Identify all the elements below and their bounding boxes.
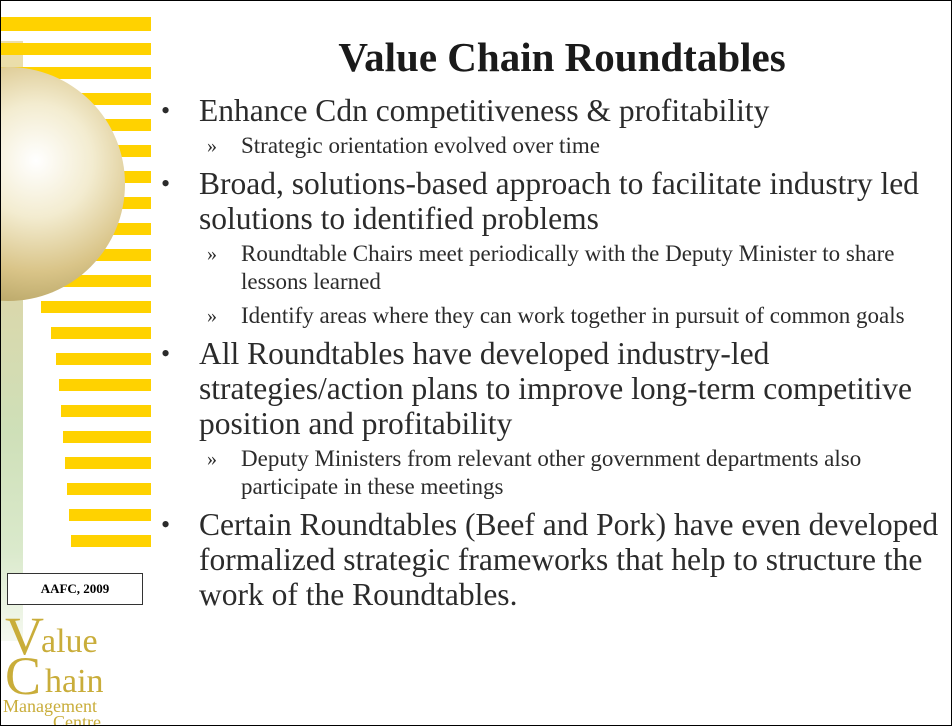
value-chain-logo: V alue C hain Management Centre bbox=[1, 609, 153, 726]
stripe bbox=[65, 457, 151, 469]
logo-c-letter: C bbox=[5, 646, 42, 706]
sub-bullet-text: Identify areas where they can work toget… bbox=[241, 303, 905, 328]
stripe bbox=[51, 327, 151, 339]
stripe bbox=[59, 379, 151, 391]
stripe bbox=[63, 431, 151, 443]
decorative-panel: AAFC, 2009 V alue C hain Management Cent… bbox=[1, 1, 161, 725]
logo-line3: Management bbox=[3, 696, 97, 716]
bullet-item: • Certain Roundtables (Beef and Pork) ha… bbox=[161, 507, 941, 612]
stripe bbox=[71, 535, 151, 547]
stripe bbox=[41, 301, 151, 313]
logo-line4: Centre bbox=[53, 712, 101, 726]
logo-v-letter: V bbox=[5, 606, 44, 666]
bullet-text: Broad, solutions-based approach to facil… bbox=[199, 166, 919, 236]
stripe bbox=[56, 353, 151, 365]
slide-title: Value Chain Roundtables bbox=[338, 34, 786, 80]
bullet-marker: • bbox=[161, 169, 171, 198]
bullet-text: All Roundtables have developed industry-… bbox=[199, 336, 912, 441]
sub-bullet-item: » Identify areas where they can work tog… bbox=[161, 302, 941, 330]
bullet-item: • Enhance Cdn competitiveness & profitab… bbox=[161, 93, 941, 128]
stripe bbox=[1, 17, 151, 31]
sub-bullet-text: Roundtable Chairs meet periodically with… bbox=[241, 241, 895, 294]
bullet-marker: • bbox=[161, 96, 171, 125]
sub-bullet-marker: » bbox=[207, 135, 217, 157]
bullet-text: Certain Roundtables (Beef and Pork) have… bbox=[199, 507, 939, 612]
bullet-marker: • bbox=[161, 339, 171, 368]
sub-bullet-item: » Deputy Ministers from relevant other g… bbox=[161, 445, 941, 501]
sub-bullet-marker: » bbox=[207, 243, 217, 265]
logo-line2: hain bbox=[45, 663, 104, 700]
sub-bullet-item: » Strategic orientation evolved over tim… bbox=[161, 132, 941, 160]
sub-bullet-marker: » bbox=[207, 305, 217, 327]
bullet-marker: • bbox=[161, 510, 171, 539]
stripe bbox=[67, 483, 151, 495]
stripe bbox=[69, 509, 151, 521]
bullet-text: Enhance Cdn competitiveness & profitabil… bbox=[199, 93, 770, 128]
bullet-item: • Broad, solutions-based approach to fac… bbox=[161, 166, 941, 236]
copyright-badge: AAFC, 2009 bbox=[7, 573, 143, 605]
sub-bullet-marker: » bbox=[207, 448, 217, 470]
sub-bullet-text: Deputy Ministers from relevant other gov… bbox=[241, 446, 862, 499]
stripe bbox=[1, 43, 151, 55]
sub-bullet-item: » Roundtable Chairs meet periodically wi… bbox=[161, 240, 941, 296]
logo-line1: alue bbox=[41, 623, 98, 660]
bullet-list: • Enhance Cdn competitiveness & profitab… bbox=[161, 93, 941, 616]
bullet-item: • All Roundtables have developed industr… bbox=[161, 336, 941, 441]
stripe bbox=[61, 405, 151, 417]
sub-bullet-text: Strategic orientation evolved over time bbox=[241, 133, 600, 158]
